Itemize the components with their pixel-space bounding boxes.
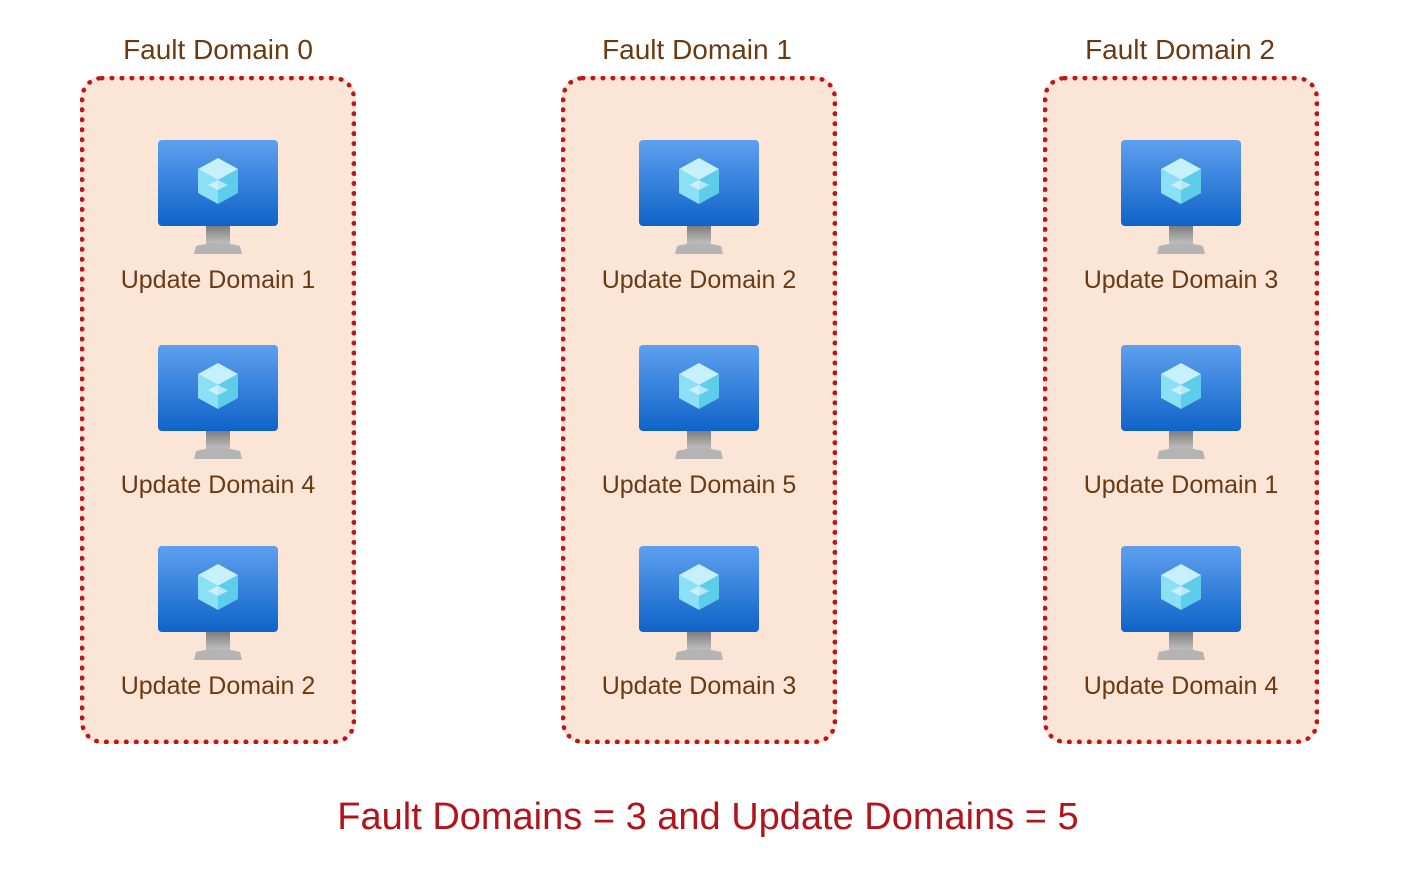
vm-node: Update Domain 4: [85, 343, 351, 513]
vm-node: Update Domain 4: [1048, 544, 1314, 714]
fault-domain-box: Update Domain 2 Update Domain 5 Update D…: [561, 76, 837, 744]
vm-node: Update Domain 3: [566, 544, 832, 714]
virtual-machine-icon: [1119, 138, 1243, 262]
fault-domain-title: Fault Domain 2: [1085, 34, 1275, 65]
summary-caption: Fault Domains = 3 and Update Domains = 5: [337, 796, 1079, 838]
update-domain-label: Update Domain 5: [601, 471, 797, 499]
update-domain-label: Update Domain 4: [120, 471, 316, 499]
vm-node: Update Domain 3: [1048, 138, 1314, 308]
vm-node: Update Domain 2: [85, 544, 351, 714]
vm-node: Update Domain 5: [566, 343, 832, 513]
fault-domain-title: Fault Domain 0: [123, 34, 313, 65]
update-domain-label: Update Domain 2: [601, 266, 797, 294]
virtual-machine-icon: [637, 138, 761, 262]
vm-node: Update Domain 1: [85, 138, 351, 308]
virtual-machine-icon: [637, 544, 761, 668]
virtual-machine-icon: [156, 138, 280, 262]
update-domain-label: Update Domain 1: [120, 266, 316, 294]
virtual-machine-icon: [156, 343, 280, 467]
virtual-machine-icon: [156, 544, 280, 668]
virtual-machine-icon: [1119, 544, 1243, 668]
update-domain-label: Update Domain 3: [1083, 266, 1279, 294]
fault-domain-title: Fault Domain 1: [602, 34, 792, 65]
fault-domain-box: Update Domain 1 Update Domain 4 Update D…: [80, 76, 356, 744]
virtual-machine-icon: [637, 343, 761, 467]
update-domain-label: Update Domain 1: [1083, 471, 1279, 499]
fault-domain-box: Update Domain 3 Update Domain 1 Update D…: [1043, 76, 1319, 744]
virtual-machine-icon: [1119, 343, 1243, 467]
update-domain-label: Update Domain 3: [601, 672, 797, 700]
vm-node: Update Domain 2: [566, 138, 832, 308]
vm-node: Update Domain 1: [1048, 343, 1314, 513]
update-domain-label: Update Domain 4: [1083, 672, 1279, 700]
update-domain-label: Update Domain 2: [120, 672, 316, 700]
